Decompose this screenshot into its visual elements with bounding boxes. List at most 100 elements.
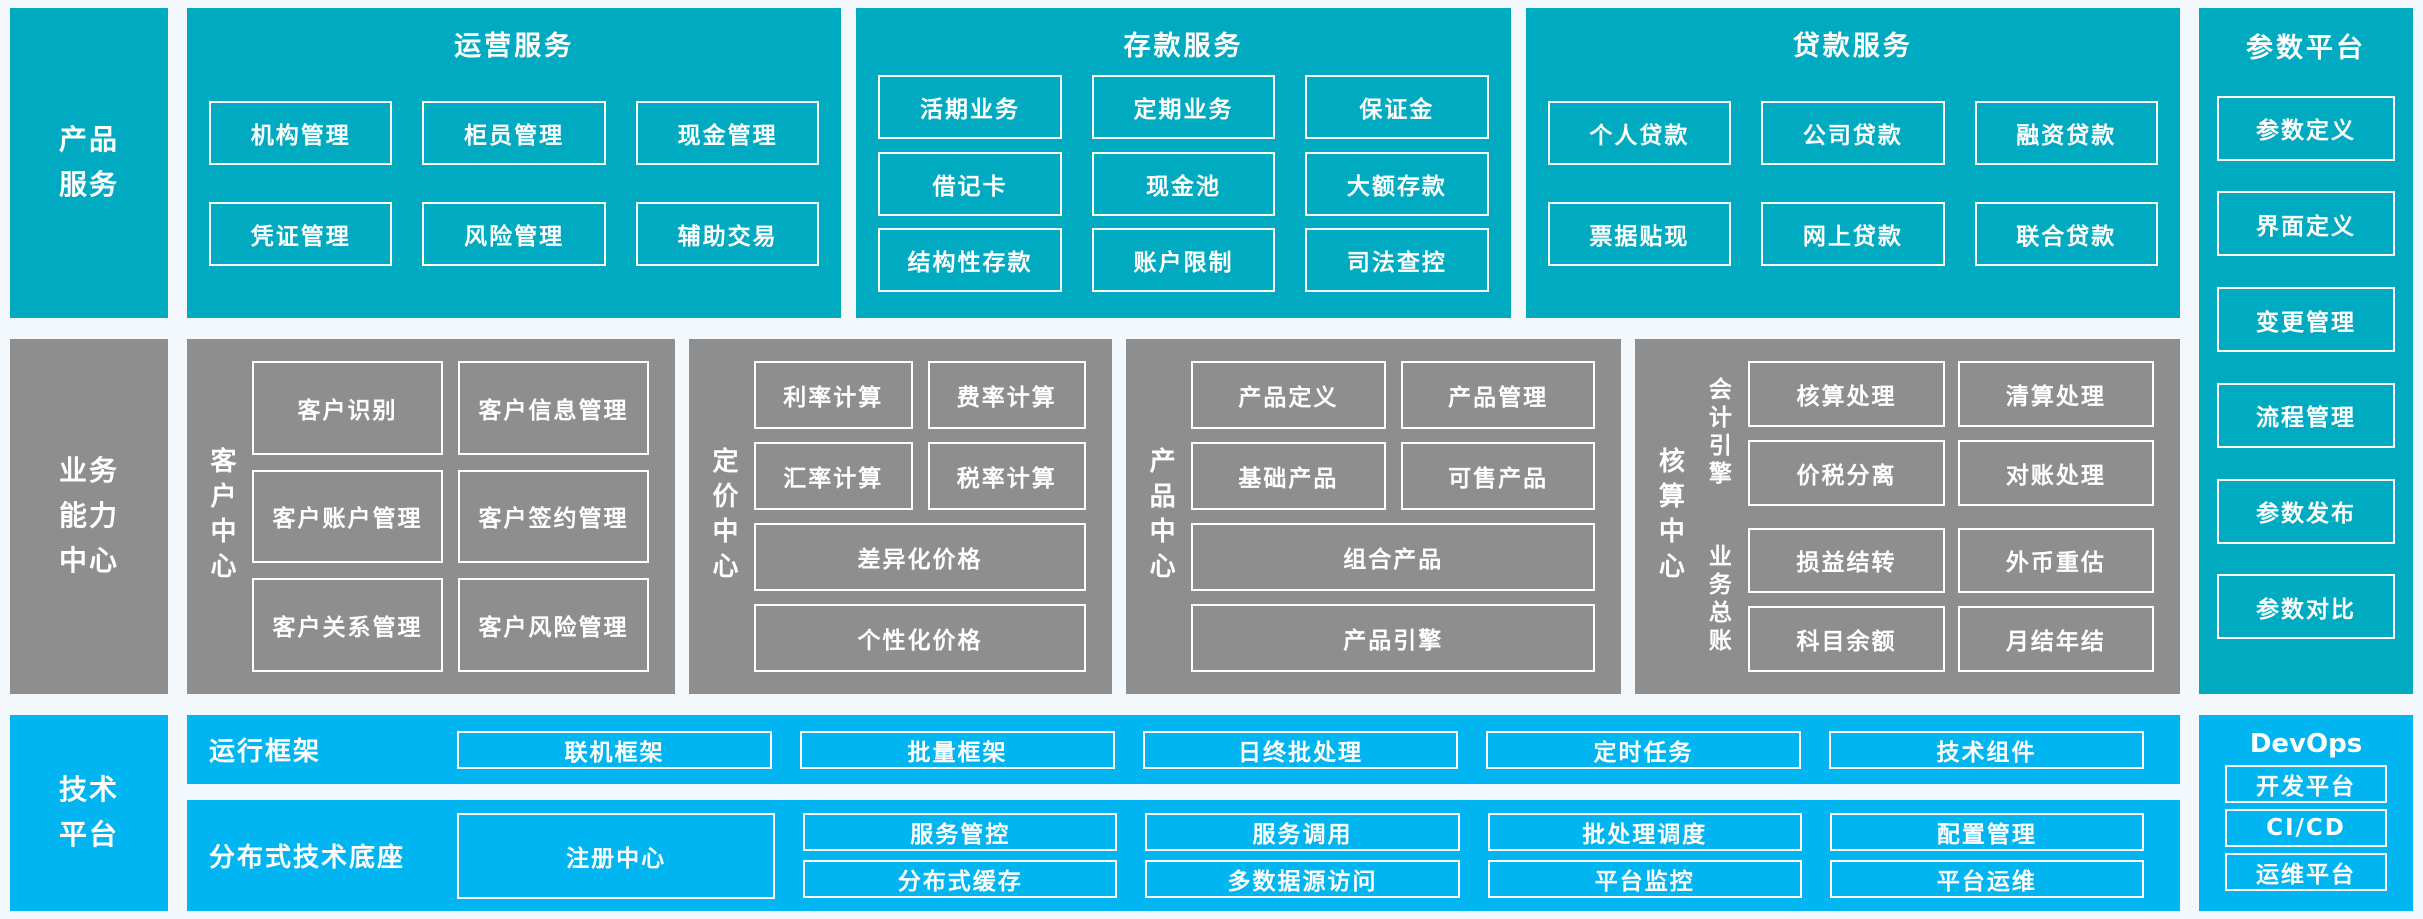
box-row: 利率计算 费率计算 <box>753 361 1087 429</box>
service-box: 对账处理 <box>1957 439 2155 506</box>
panel-deposit-services: 存款服务 活期业务 定期业务 保证金 借记卡 现金池 大额存款 结构性存款 账户… <box>856 8 1511 318</box>
service-box: 服务调用 <box>1145 813 1460 851</box>
group-label: 会计引擎 <box>1704 377 1731 490</box>
panel-product-center: 产品中心 产品定义 产品管理 基础产品 可售产品 组合产品 产品引擎 <box>1126 339 1622 694</box>
service-box: 产品定义 <box>1191 361 1386 429</box>
service-box: 客户关系管理 <box>252 578 443 672</box>
service-box: 税率计算 <box>927 442 1087 510</box>
center-label: 客户中心 <box>206 446 236 587</box>
service-box: 产品管理 <box>1400 361 1596 429</box>
service-box: 参数发布 <box>2217 478 2395 544</box>
service-box: 联合贷款 <box>1974 202 2158 267</box>
business-ledger-group: 业务总账 损益结转 外币重估 科目余额 月结年结 <box>1700 527 2155 672</box>
service-box: 组合产品 <box>1191 523 1596 591</box>
service-box: 票据贴现 <box>1547 202 1732 267</box>
panel-body: 活期业务 定期业务 保证金 借记卡 现金池 大额存款 结构性存款 账户限制 司法… <box>878 63 1489 304</box>
service-box: 界面定义 <box>2217 191 2395 257</box>
group-grid: 核算处理 清算处理 价税分离 对账处理 <box>1748 361 2155 506</box>
box-column: 配置管理 平台运维 <box>1829 813 2145 898</box>
service-box: 风险管理 <box>422 202 606 267</box>
bar-label: 运行框架 <box>209 737 322 767</box>
service-box: 日终批处理 <box>1143 730 1458 769</box>
tech-platform-rows: 运行框架 联机框架 批量框架 日终批处理 定时任务 技术组件 分布式技术底座 注… <box>187 715 2180 911</box>
service-box: 价税分离 <box>1748 439 1945 506</box>
service-box: 机构管理 <box>209 100 393 165</box>
panel-accounting-center: 核算中心 会计引擎 核算处理 清算处理 价税分离 对账处理 业务总账 损益结转 … <box>1635 339 2181 694</box>
box-column: 服务管控 分布式缓存 <box>803 813 1118 898</box>
box-row: 借记卡 现金池 大额存款 <box>878 151 1489 216</box>
center-label: 定价中心 <box>707 446 738 587</box>
service-box: 月结年结 <box>1957 606 2155 672</box>
service-box: 客户签约管理 <box>457 469 649 564</box>
service-box: 参数定义 <box>2217 95 2395 161</box>
service-box: 个性化价格 <box>753 604 1087 672</box>
center-label: 核算中心 <box>1654 446 1685 587</box>
panel-body: 开发平台 CI/CD 运维平台 <box>2225 759 2387 897</box>
service-box: 分布式缓存 <box>803 860 1118 898</box>
box-row: 个人贷款 公司贷款 融资贷款 <box>1547 100 2158 165</box>
panel-customer-center: 客户中心 客户识别 客户信息管理 客户账户管理 客户签约管理 客户关系管理 客户… <box>187 339 675 694</box>
service-box: 注册中心 <box>457 812 776 899</box>
service-box: 账户限制 <box>1091 227 1276 292</box>
service-box: 清算处理 <box>1957 361 2155 427</box>
service-box: 司法查控 <box>1305 227 1489 292</box>
panel-loan-services: 贷款服务 个人贷款 公司贷款 融资贷款 票据贴现 网上贷款 联合贷款 <box>1525 8 2180 318</box>
panel-body: 参数定义 界面定义 变更管理 流程管理 参数发布 参数对比 <box>2217 65 2395 670</box>
service-box: 平台监控 <box>1487 860 1802 898</box>
capability-centers-row: 客户中心 客户识别 客户信息管理 客户账户管理 客户签约管理 客户关系管理 客户… <box>187 339 2181 694</box>
service-box: 变更管理 <box>2217 287 2395 353</box>
service-box: 费率计算 <box>927 361 1087 429</box>
service-box: 服务管控 <box>803 813 1118 851</box>
service-box: 批量框架 <box>800 730 1115 769</box>
box-row: 个性化价格 <box>753 604 1087 672</box>
service-box: 流程管理 <box>2217 382 2395 448</box>
service-box: 个人贷款 <box>1547 100 1732 165</box>
box-row: 机构管理 柜员管理 现金管理 <box>209 100 820 165</box>
panel-body: 个人贷款 公司贷款 融资贷款 票据贴现 网上贷款 联合贷款 <box>1547 63 2158 304</box>
service-box: 保证金 <box>1305 75 1489 140</box>
bar-runtime-framework: 运行框架 联机框架 批量框架 日终批处理 定时任务 技术组件 <box>187 715 2180 784</box>
panel-body: 利率计算 费率计算 汇率计算 税率计算 差异化价格 个性化价格 <box>753 351 1087 682</box>
service-box: 活期业务 <box>878 75 1062 140</box>
service-box: 定时任务 <box>1486 730 1801 769</box>
accounting-engine-group: 会计引擎 核算处理 清算处理 价税分离 对账处理 <box>1700 361 2155 506</box>
service-box: 科目余额 <box>1748 606 1945 672</box>
service-box: 融资贷款 <box>1974 100 2158 165</box>
box-row: 产品引擎 <box>1191 604 1596 672</box>
service-box: 开发平台 <box>2225 765 2387 803</box>
service-box: 客户识别 <box>252 361 443 455</box>
panel-devops: DevOps 开发平台 CI/CD 运维平台 <box>2199 715 2413 911</box>
box-row: 凭证管理 风险管理 辅助交易 <box>209 202 820 267</box>
top-panels-row: 运营服务 机构管理 柜员管理 现金管理 凭证管理 风险管理 辅助交易 存款服务 … <box>187 8 2180 318</box>
service-box: 运维平台 <box>2225 853 2387 891</box>
panel-body: 会计引擎 核算处理 清算处理 价税分离 对账处理 业务总账 损益结转 外币重估 … <box>1700 351 2155 682</box>
box-row: 票据贴现 网上贷款 联合贷款 <box>1547 202 2158 267</box>
group-label: 业务总账 <box>1704 543 1731 656</box>
panel-title: 贷款服务 <box>1792 31 1913 62</box>
box-column: 服务调用 多数据源访问 <box>1145 813 1460 898</box>
panel-parameter-platform: 参数平台 参数定义 界面定义 变更管理 流程管理 参数发布 参数对比 <box>2199 8 2413 694</box>
service-box: 损益结转 <box>1748 527 1945 594</box>
panel-body: 产品定义 产品管理 基础产品 可售产品 组合产品 产品引擎 <box>1191 351 1596 682</box>
box-row: 基础产品 可售产品 <box>1191 442 1596 510</box>
sidebar-business-capability-center: 业务 能力 中心 <box>10 339 168 694</box>
service-box: 产品引擎 <box>1191 604 1596 672</box>
box-row: 差异化价格 <box>753 523 1087 591</box>
service-box: 批处理调度 <box>1487 813 1802 851</box>
service-box: 参数对比 <box>2217 574 2395 640</box>
service-box: 技术组件 <box>1829 730 2144 769</box>
service-box: 定期业务 <box>1091 75 1276 140</box>
service-box: 网上贷款 <box>1761 202 1945 267</box>
service-box: 可售产品 <box>1400 442 1596 510</box>
service-box: 公司贷款 <box>1761 100 1945 165</box>
service-box: 差异化价格 <box>753 523 1087 591</box>
group-grid: 损益结转 外币重估 科目余额 月结年结 <box>1748 527 2155 672</box>
sidebar-product-services: 产品 服务 <box>10 8 168 318</box>
panel-body: 机构管理 柜员管理 现金管理 凭证管理 风险管理 辅助交易 <box>209 63 820 304</box>
service-box: 凭证管理 <box>209 202 393 267</box>
service-box: 客户信息管理 <box>457 361 649 455</box>
box-row: 汇率计算 税率计算 <box>753 442 1087 510</box>
center-label: 产品中心 <box>1145 446 1176 587</box>
service-box: 汇率计算 <box>753 442 913 510</box>
